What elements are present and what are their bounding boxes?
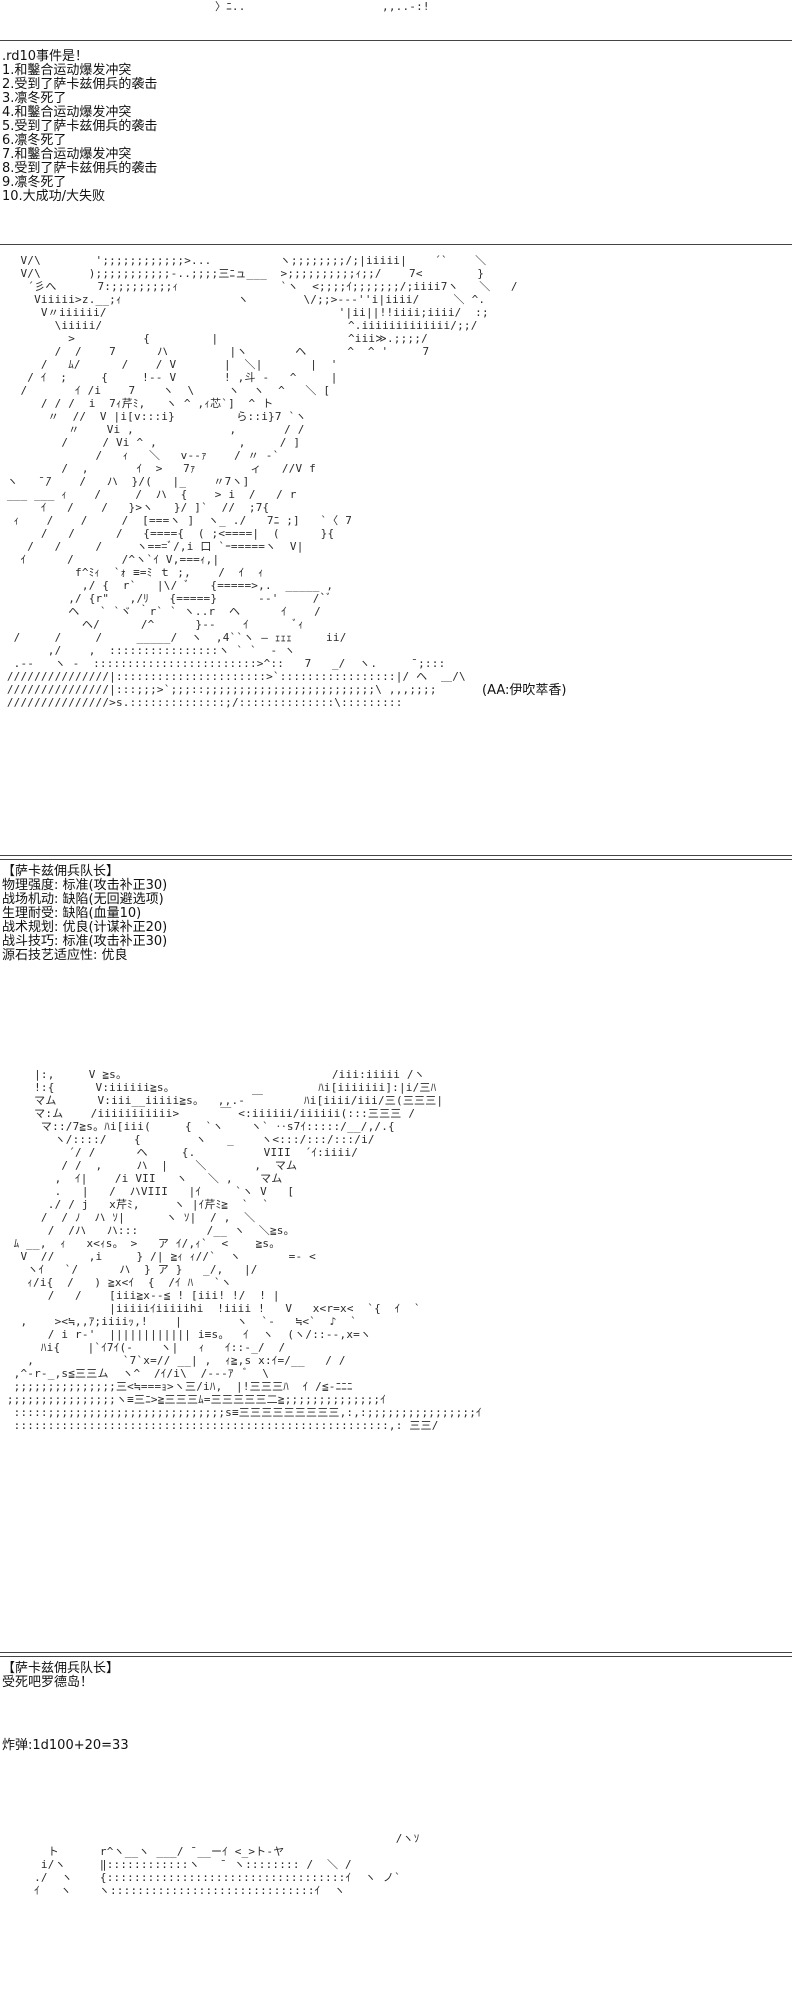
stat-line: 生理耐受: 缺陷(血量10) bbox=[2, 906, 142, 921]
section-divider bbox=[0, 40, 792, 41]
stat-line: 战术规划: 优良(计谋补正20) bbox=[2, 920, 168, 935]
section-divider-double bbox=[0, 1652, 792, 1657]
ascii-art-bottom-figure: /ヽｿ ト r^ヽ__ヽ ___/ ̄ __ーｲ <_>ト-ヤ i/ヽ ‖:::… bbox=[34, 1832, 420, 1897]
stat-line: 源石技艺适应性: 优良 bbox=[2, 948, 128, 963]
aa-credit-label: (AA:伊吹萃香) bbox=[480, 679, 569, 698]
section-divider bbox=[0, 244, 792, 245]
stat-line: 战斗技巧: 标准(攻击补正30) bbox=[2, 934, 168, 949]
ascii-art-ibuki-suika: V/\ ';;;;;;;;;;;;>... ヽ;;;;;;;;/;|iiiii|… bbox=[6, 254, 518, 709]
roll-item: 6.凛冬死了 bbox=[2, 133, 67, 148]
roll-item: 2.受到了萨卡兹佣兵的袭击 bbox=[2, 77, 158, 92]
speaker-name: 【萨卡兹佣兵队长】 bbox=[2, 1661, 120, 1676]
ascii-art-character-closeup: |:, V ≧s。 /iii:iiiii /ヽ !:{ V:iiiiii≧s。 … bbox=[6, 1068, 482, 1432]
section-divider-double bbox=[0, 855, 792, 860]
stat-line: 战场机动: 缺陷(无回避选项) bbox=[2, 892, 164, 907]
bomb-roll-result: 炸弹:1d100+20=33 bbox=[2, 1738, 129, 1753]
roll-header: .rd10事件是！ bbox=[2, 49, 89, 64]
roll-item: 1.和鑿合运动爆发冲突 bbox=[2, 63, 132, 78]
speech-line: 受死吧罗德岛！ bbox=[2, 1675, 94, 1690]
stat-line: 物理强度: 标准(攻击补正30) bbox=[2, 878, 168, 893]
roll-event-list: .rd10事件是！ 1.和鑿合运动爆发冲突 2.受到了萨卡兹佣兵的袭击 3.凛冬… bbox=[2, 50, 157, 204]
roll-item: 7.和鑿合运动爆发冲突 bbox=[2, 147, 132, 162]
roll-item: 4.和鑿合运动爆发冲突 bbox=[2, 105, 132, 120]
roll-item: 5.受到了萨卡兹佣兵的袭击 bbox=[2, 119, 158, 134]
roll-item: 3.凛冬死了 bbox=[2, 91, 67, 106]
enemy-stats-block: 【萨卡兹佣兵队长】 物理强度: 标准(攻击补正30) 战场机动: 缺陷(无回避选… bbox=[2, 865, 167, 963]
roll-item: 8.受到了萨卡兹佣兵的袭击 bbox=[2, 161, 158, 176]
ascii-art-top-fragment: 〉ﾆ.. ,,..-:! bbox=[215, 0, 430, 13]
roll-item: 10.大成功/大失败 bbox=[2, 189, 106, 204]
speech-block: 【萨卡兹佣兵队长】 受死吧罗德岛！ bbox=[2, 1662, 119, 1690]
enemy-name: 【萨卡兹佣兵队长】 bbox=[2, 864, 120, 879]
roll-item: 9.凛冬死了 bbox=[2, 175, 67, 190]
